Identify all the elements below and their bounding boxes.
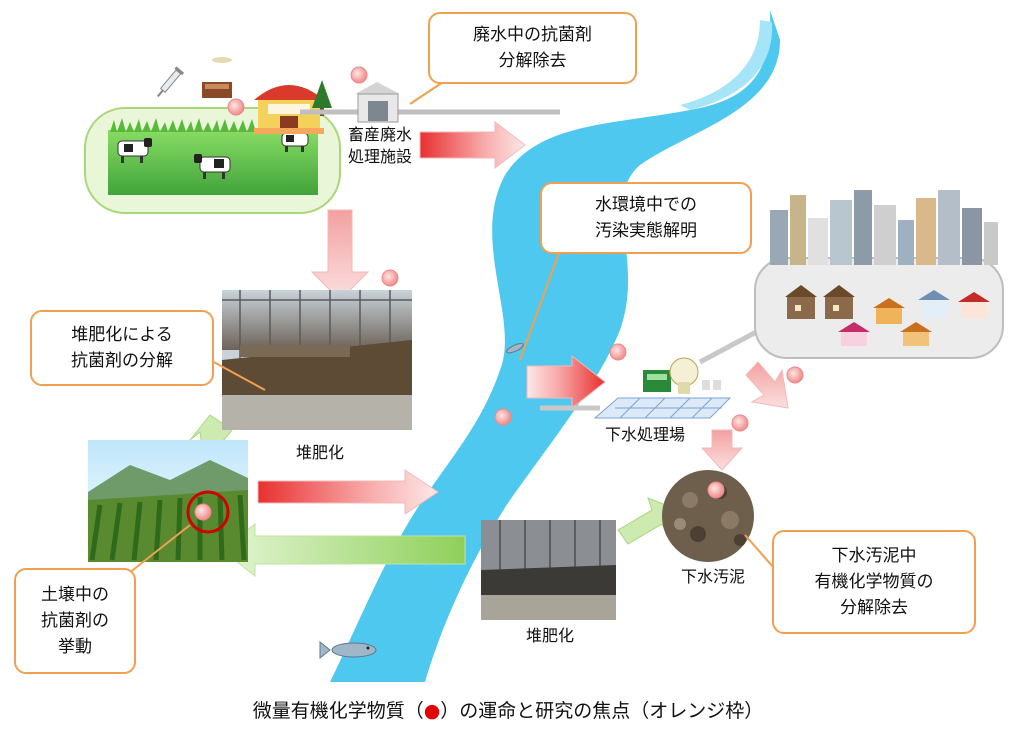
barn [254, 85, 324, 134]
cow [117, 138, 152, 163]
river [330, 10, 780, 682]
callout-soil-line2: 抗菌剤の [41, 611, 109, 631]
callout-soil-line1: 土壌中の [41, 585, 109, 605]
contaminant-marker [227, 98, 245, 116]
arrow-plant-to-river [526, 354, 606, 410]
callout-compost-line2: 抗菌剤の分解 [71, 351, 173, 371]
contaminant-marker [707, 481, 725, 499]
contaminant-markers [194, 66, 804, 521]
fish-icon [506, 343, 524, 354]
city-skyline [770, 190, 998, 265]
contaminant-marker [731, 414, 749, 432]
compost-facility-photo-2 [481, 520, 616, 620]
callout-composting: 堆肥化による 抗菌剤の分解 [30, 310, 214, 386]
cow [194, 154, 231, 179]
arrow-compost-to-field-2 [221, 522, 466, 578]
houses [785, 285, 990, 346]
arrow-city-to-plant [745, 361, 789, 409]
contaminant-marker [786, 366, 804, 384]
sewage-plant-icon [593, 357, 732, 419]
contaminant-marker [494, 408, 512, 426]
sewer-pipe [698, 327, 762, 365]
facility-label: 畜産廃水 処理施設 [332, 124, 428, 168]
arrow-farm-to-compost [310, 209, 370, 301]
arrow-field-to-river [257, 469, 439, 515]
contaminant-marker [381, 269, 399, 287]
arrow-sludge-to-compost [617, 497, 669, 545]
compost-label-bottom: 堆肥化 [525, 626, 574, 645]
facility-label-line1: 畜産廃水 [347, 125, 412, 144]
callout-sludge-line2: 有機化学物質の [814, 572, 934, 592]
compost-facility-photo [222, 290, 412, 430]
feed-box [202, 57, 232, 98]
callout-sludge: 下水汚泥中 有機化学物質の 分解除去 [772, 530, 976, 634]
soil-focus-ring [186, 490, 230, 534]
callout-sludge-line3: 分解除去 [840, 598, 908, 618]
sewage-plant-label: 下水処理場 [604, 425, 685, 444]
callout-wastewater: 廃水中の抗菌剤 分解除去 [428, 12, 637, 84]
arrow-facility-to-river [419, 120, 526, 170]
fish-icon [319, 640, 377, 660]
callout-soil-line3: 挙動 [58, 637, 92, 657]
callout-wastewater-line2: 分解除去 [498, 51, 567, 71]
callout-compost-line1: 堆肥化による [71, 325, 173, 345]
sewage-sludge-photo [662, 470, 754, 562]
contaminant-marker [194, 503, 212, 521]
arrow-plant-to-sludge [700, 429, 744, 471]
callout-wastewater-line1: 廃水中の抗菌剤 [473, 25, 592, 45]
callout-water-line1: 水環境中での [595, 195, 697, 215]
caption-text-before: 微量有機化学物質（ [252, 700, 424, 722]
compost-label-top: 堆肥化 [295, 443, 344, 462]
callout-water-environment: 水環境中での 汚染実態解明 [540, 182, 752, 254]
contaminant-marker [350, 66, 368, 84]
farm-field-photo [88, 440, 248, 562]
caption-text-after: ）の運命と研究の焦点（オレンジ枠） [440, 700, 764, 722]
treatment-building-icon [355, 82, 400, 123]
syringe-icon [156, 66, 185, 98]
figure-caption: 微量有機化学物質（●）の運命と研究の焦点（オレンジ枠） [0, 696, 1016, 723]
callout-soil: 土壌中の 抗菌剤の 挙動 [14, 568, 136, 674]
sludge-label: 下水汚泥 [680, 567, 745, 586]
callout-sludge-line1: 下水汚泥中 [831, 546, 917, 566]
caption-red-dot-icon: ● [423, 700, 441, 722]
contaminant-marker [609, 343, 627, 361]
callout-water-line2: 汚染実態解明 [595, 221, 697, 241]
facility-label-line2: 処理施設 [347, 147, 412, 166]
